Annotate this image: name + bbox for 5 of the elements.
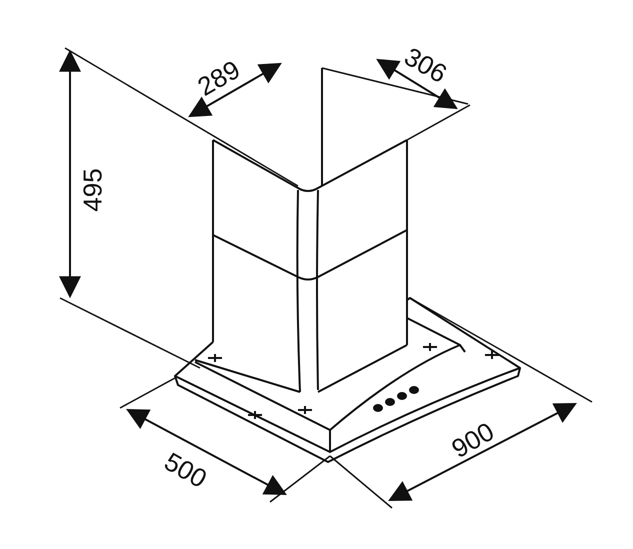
dimension-label: 306 — [400, 42, 450, 88]
dimension-label: 900 — [446, 418, 498, 462]
dimension-label: 500 — [160, 448, 210, 492]
dimension-label: 495 — [79, 168, 106, 212]
dimension-label: 289 — [192, 56, 244, 100]
